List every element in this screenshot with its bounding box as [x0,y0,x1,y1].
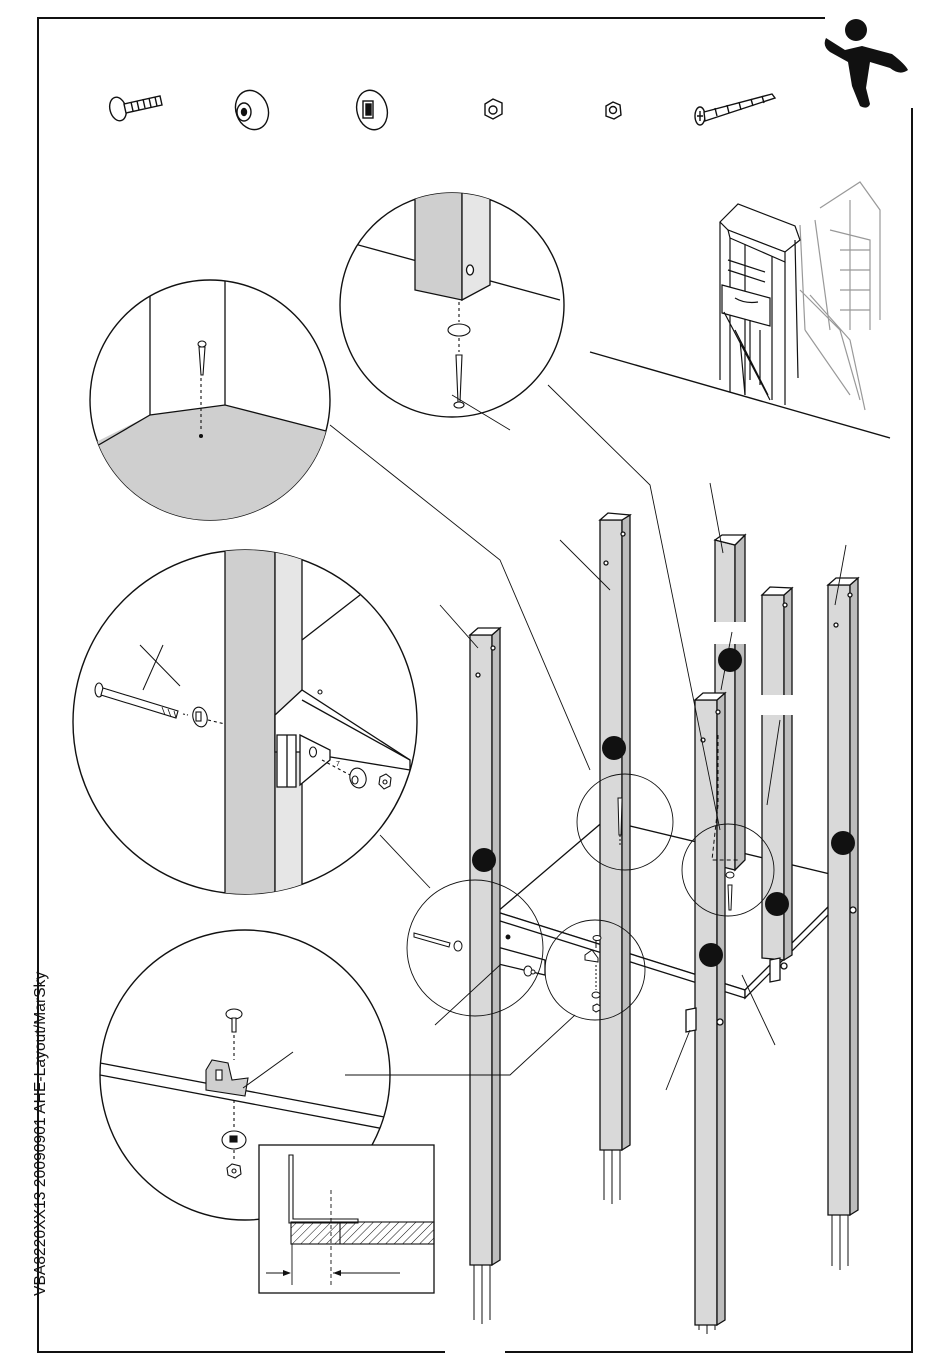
cross-section-inset [259,1145,434,1293]
step-dot-3 [831,831,855,855]
detail-circle-post-bolt: 7 [73,540,417,900]
post-rear-left [600,513,630,1204]
detail-circle-corner-screw [40,270,330,560]
platform-panel [497,820,855,990]
step-dot-5 [765,892,789,916]
post-front-left [470,628,500,1324]
main-assembly [470,513,858,1334]
step-dot-1 [718,648,742,672]
post-front-right [828,578,858,1270]
step-dot-6 [699,943,723,967]
square-hole-washer-icon [352,87,391,133]
svg-text:7: 7 [336,761,340,768]
step-dot-4 [472,848,496,872]
detail-circle-post-foot [340,190,564,417]
jumping-figure-logo [825,19,908,108]
hardware-parts-row [107,86,775,135]
playhouse-overview-sketch [590,182,890,438]
carriage-bolt-icon [107,95,162,122]
document-code: VBA8220XX13 20090901 AHE-Layout/MarSky [32,972,50,1296]
wood-screw-icon [695,94,775,125]
step-dot-2 [602,736,626,760]
small-nut-icon [606,102,621,119]
large-nut-icon [485,99,502,119]
round-spacer-washer-icon [230,86,274,135]
post-front-middle [695,693,725,1334]
